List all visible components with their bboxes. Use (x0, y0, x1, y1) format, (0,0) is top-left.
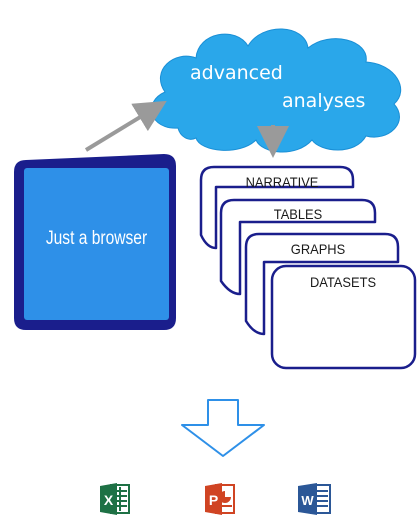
doc-label-datasets: DATASETS (309, 274, 377, 290)
doc-label-graphs: GRAPHS (290, 241, 346, 257)
word-icon: W (298, 483, 331, 515)
browser-label: Just a browser (45, 228, 148, 249)
cloud-text-line1: advanced (190, 62, 283, 84)
doc-card-graphs (244, 232, 400, 336)
doc-card-narrative (199, 165, 355, 250)
doc-card-datasets (270, 264, 417, 370)
down-arrow-outline (181, 399, 265, 457)
cloud-text-line2: analyses (282, 90, 366, 112)
svg-text:W: W (301, 493, 314, 508)
browser-tablet (14, 154, 176, 330)
cloud-shape (151, 28, 402, 153)
svg-text:P: P (209, 492, 218, 508)
svg-text:X: X (104, 492, 114, 508)
excel-icon: X (100, 483, 130, 515)
powerpoint-icon: P (205, 483, 235, 515)
doc-label-narrative: NARRATIVE (245, 174, 319, 190)
doc-card-tables (219, 198, 377, 296)
browser-to-cloud-arrow (84, 100, 167, 152)
doc-label-tables: TABLES (273, 206, 323, 222)
